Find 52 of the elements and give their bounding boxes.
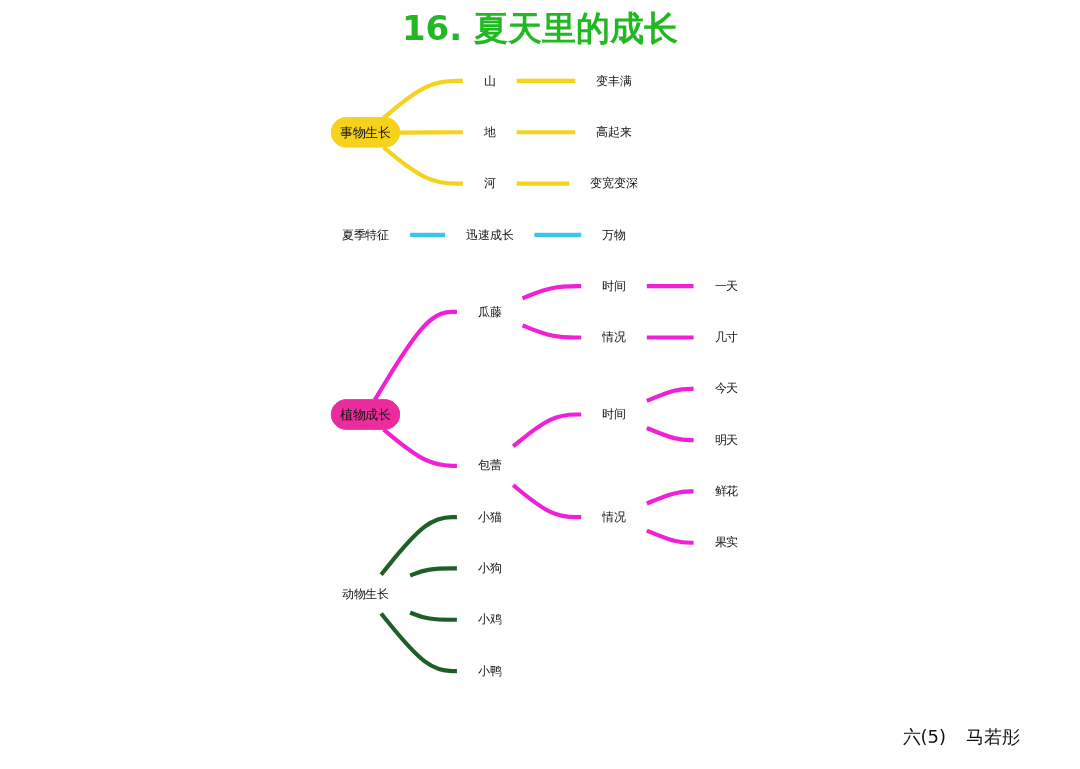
connector	[409, 566, 457, 578]
node-text: 时间	[602, 278, 626, 293]
node-text: 鲜花	[714, 483, 739, 498]
connector	[409, 610, 457, 622]
connector	[379, 515, 457, 576]
connector	[534, 232, 582, 237]
connector	[410, 232, 446, 237]
connector	[516, 130, 576, 135]
connector	[646, 284, 694, 289]
connector	[646, 489, 694, 506]
node-text: 夏季特征	[341, 227, 390, 242]
node-text: 山	[483, 73, 496, 88]
node-text: 小鸡	[477, 612, 502, 627]
connector	[382, 427, 457, 468]
node-text: 情况	[602, 330, 626, 344]
note-text: 马若彤	[966, 725, 1020, 749]
connector	[379, 612, 457, 674]
node-text: 小猫	[477, 509, 502, 524]
node-text: 迅速成长	[466, 227, 514, 242]
node-text: 高起来	[596, 124, 632, 139]
node-text: 果实	[714, 535, 739, 550]
connector	[521, 323, 582, 340]
node-text: 一天	[714, 278, 739, 293]
node-text: 变宽变深	[590, 176, 638, 191]
connector	[511, 412, 582, 449]
node-text: 今天	[714, 381, 739, 396]
node-text: 小狗	[477, 560, 502, 575]
connector	[399, 130, 463, 135]
note-text: 六(5)	[902, 725, 946, 749]
node-text: 几寸	[714, 330, 739, 344]
connector	[646, 426, 694, 443]
connector	[646, 386, 694, 403]
node-text: 地	[483, 124, 496, 139]
connector	[382, 78, 463, 120]
title: 16. 夏天里的成长	[400, 7, 680, 50]
connector	[511, 483, 582, 520]
connector	[516, 181, 570, 186]
connector	[646, 528, 694, 545]
node-text: 万物	[602, 227, 626, 242]
connector	[382, 145, 463, 186]
node-text: 河	[483, 176, 496, 191]
connector	[521, 284, 582, 301]
node-text: 小鸭	[477, 663, 502, 678]
node-text: 动物生长	[341, 586, 390, 601]
node-text: 变丰满	[596, 73, 632, 88]
node-text: 包蕾	[477, 458, 502, 473]
node-text: 时间	[602, 406, 626, 421]
node-text: 情况	[602, 509, 626, 524]
connector	[646, 335, 694, 340]
node-text: 明天	[714, 432, 739, 447]
node-text: 瓜藤	[477, 304, 502, 319]
connector	[516, 78, 576, 84]
